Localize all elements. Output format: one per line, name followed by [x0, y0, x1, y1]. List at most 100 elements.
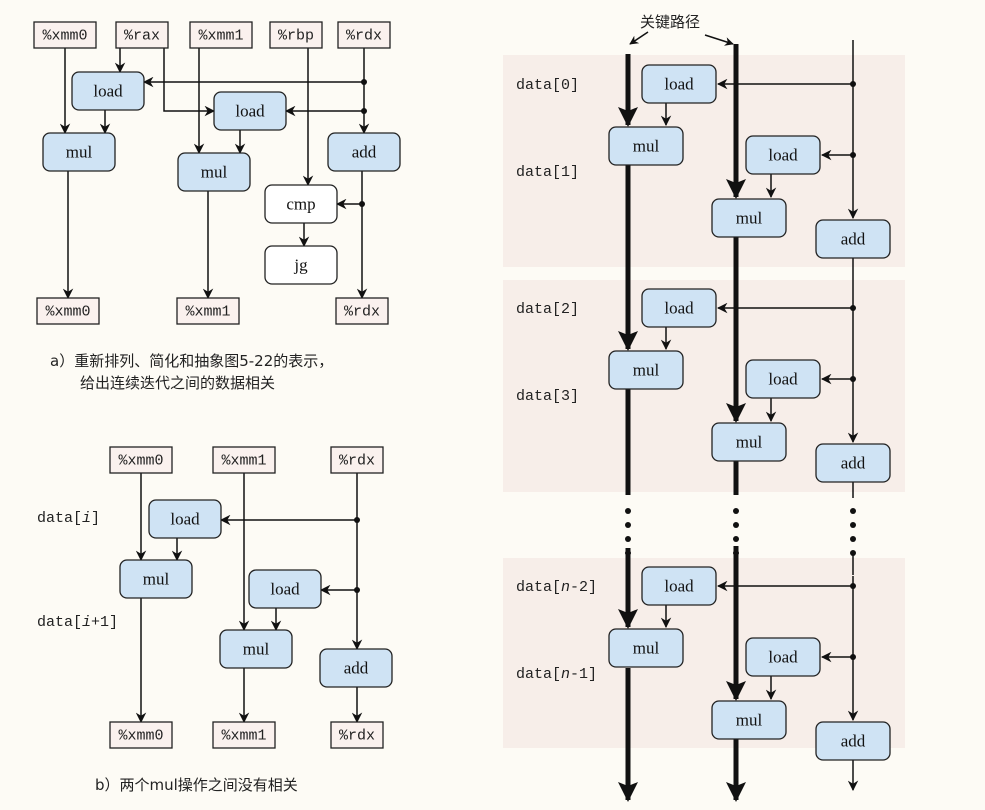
a-top-register-rax: %rax: [115, 21, 169, 49]
a-jg-op-label: jg: [293, 256, 308, 275]
a-top-register-xmm0-label: %xmm0: [42, 28, 87, 45]
nodes: %xmm0%rax%xmm1%rbp%rdxloadloadmulmuladdc…: [33, 21, 891, 761]
b-bottom-register-xmm0: %xmm0: [109, 721, 173, 749]
c-mul-op-1-iter-0: mul: [608, 126, 684, 166]
c-row-label-0-1: data[1]: [516, 164, 579, 181]
a-bottom-register-rdx: %rdx: [335, 297, 389, 325]
c-ellipsis-dot-0-2: [625, 536, 631, 542]
c-load-op-1-iter-0-label: load: [664, 75, 694, 94]
labels: a）重新排列、简化和抽象图5-22的表示， 给出连续迭代之间的数据相关 data[i…: [37, 13, 700, 794]
critical-path-label: 关键路径: [640, 13, 700, 31]
a-load-op-1-label: load: [93, 82, 123, 101]
c-load-op-1-iter-2: load: [641, 566, 717, 606]
b-mul-op-1-label: mul: [143, 570, 170, 589]
b-bottom-register-xmm1-label: %xmm1: [221, 728, 266, 745]
b-top-register-xmm1: %xmm1: [212, 446, 276, 474]
c-mul-op-2-iter-0-label: mul: [736, 209, 763, 228]
a-junction-1: [361, 79, 367, 85]
critical-path-pointer-2: [704, 34, 734, 46]
c-mul-op-1-iter-1: mul: [608, 350, 684, 390]
c-ellipsis-dot-2-0: [850, 508, 856, 514]
b-load-op-1: load: [148, 499, 222, 539]
a-top-register-xmm1: %xmm1: [189, 21, 253, 49]
c-mul-op-2-iter-1: mul: [711, 422, 787, 462]
b-top-register-xmm0: %xmm0: [109, 446, 173, 474]
a-junction-3: [359, 201, 365, 207]
c-ellipsis-dot-0-0: [625, 508, 631, 514]
c-load-op-1-iter-1: load: [641, 288, 717, 328]
a-top-register-xmm1-label: %xmm1: [198, 28, 243, 45]
b-mul-op-1: mul: [119, 559, 193, 599]
c-load-op-2-iter-0-label: load: [768, 146, 798, 165]
c-mul-op-2-iter-2: mul: [711, 700, 787, 740]
a-load-op-1: load: [71, 71, 145, 111]
a-mul-op-2: mul: [177, 152, 251, 192]
c-load-op-1-iter-2-label: load: [664, 577, 694, 596]
b-bottom-register-xmm0-label: %xmm0: [118, 728, 163, 745]
c-row-label-2-1: data[n-1]: [516, 666, 597, 683]
a-top-register-xmm0: %xmm0: [33, 21, 97, 49]
c-ellipsis-dot-0-1: [625, 522, 631, 528]
a-bottom-register-xmm1: %xmm1: [176, 297, 240, 325]
b-add-op: add: [319, 648, 393, 688]
b-top-register-xmm1-label: %xmm1: [221, 453, 266, 470]
a-add-op-label: add: [352, 143, 377, 162]
a-bottom-register-xmm0-label: %xmm0: [45, 304, 90, 321]
b-top-register-xmm0-label: %xmm0: [118, 453, 163, 470]
a-caption-line-2: 给出连续迭代之间的数据相关: [80, 374, 275, 392]
b-load-op-2-label: load: [270, 580, 300, 599]
c-mul-op-2-iter-0: mul: [711, 198, 787, 238]
b-mul-op-2: mul: [219, 629, 293, 669]
b-mul-op-2-label: mul: [243, 640, 270, 659]
a-add-op: add: [327, 132, 401, 172]
b-caption: b）两个mul操作之间没有相关: [95, 776, 298, 794]
b-top-register-rdx-label: %rdx: [339, 453, 375, 470]
c-ellipsis-dot-1-1: [733, 522, 739, 528]
b-row-label-0: data[i]: [37, 510, 100, 527]
c-add-op-iter-0: add: [815, 219, 891, 259]
c-load-op-2-iter-0: load: [745, 135, 821, 175]
b-bottom-register-rdx-label: %rdx: [339, 728, 375, 745]
c-mul-op-1-iter-2-label: mul: [633, 639, 660, 658]
c-add-op-iter-1-label: add: [841, 454, 866, 473]
b-row-label-1: data[i+1]: [37, 614, 118, 631]
c-load-op-1-iter-0: load: [641, 64, 717, 104]
c-load-op-2-iter-1-label: load: [768, 370, 798, 389]
c-ellipsis-dot-1-2: [733, 536, 739, 542]
b-load-op-2: load: [248, 569, 322, 609]
c-add-op-iter-2: add: [815, 721, 891, 761]
a-top-register-rax-label: %rax: [124, 28, 160, 45]
b-top-register-rdx: %rdx: [330, 446, 384, 474]
a-caption-line-1: a）重新排列、简化和抽象图5-22的表示，: [50, 352, 333, 370]
c-load-op-2-iter-2-label: load: [768, 648, 798, 667]
c-ellipsis-dot-1-0: [733, 508, 739, 514]
a-edge-rax-load2: [163, 48, 216, 117]
a-junction-2: [361, 108, 367, 114]
b-junction-2: [354, 587, 360, 593]
a-load-op-2: load: [213, 91, 287, 131]
c-load-op-2-iter-2: load: [745, 637, 821, 677]
c-mul-op-2-iter-2-label: mul: [736, 711, 763, 730]
c-row-label-0-0: data[0]: [516, 77, 579, 94]
c-add-op-iter-0-label: add: [841, 230, 866, 249]
c-add-op-iter-1: add: [815, 443, 891, 483]
b-junction-1: [354, 517, 360, 523]
c-ellipsis-dot-2-1: [850, 522, 856, 528]
c-row-label-1-1: data[3]: [516, 388, 579, 405]
c-mul-op-1-iter-2: mul: [608, 628, 684, 668]
a-bottom-register-xmm1-label: %xmm1: [185, 304, 230, 321]
a-jg-op: jg: [264, 245, 338, 285]
c-load-op-2-iter-1: load: [745, 359, 821, 399]
a-top-register-rbp: %rbp: [269, 21, 323, 49]
a-cmp-op-label: cmp: [286, 195, 315, 214]
a-mul-op-1: mul: [42, 132, 116, 172]
c-add-op-iter-2-label: add: [841, 732, 866, 751]
b-add-op-label: add: [344, 659, 369, 678]
a-bottom-register-rdx-label: %rdx: [344, 304, 380, 321]
a-top-register-rdx-label: %rdx: [346, 28, 382, 45]
b-load-op-1-label: load: [170, 510, 200, 529]
a-load-op-2-label: load: [235, 102, 265, 121]
a-top-register-rbp-label: %rbp: [278, 28, 314, 45]
edges: [59, 31, 859, 802]
